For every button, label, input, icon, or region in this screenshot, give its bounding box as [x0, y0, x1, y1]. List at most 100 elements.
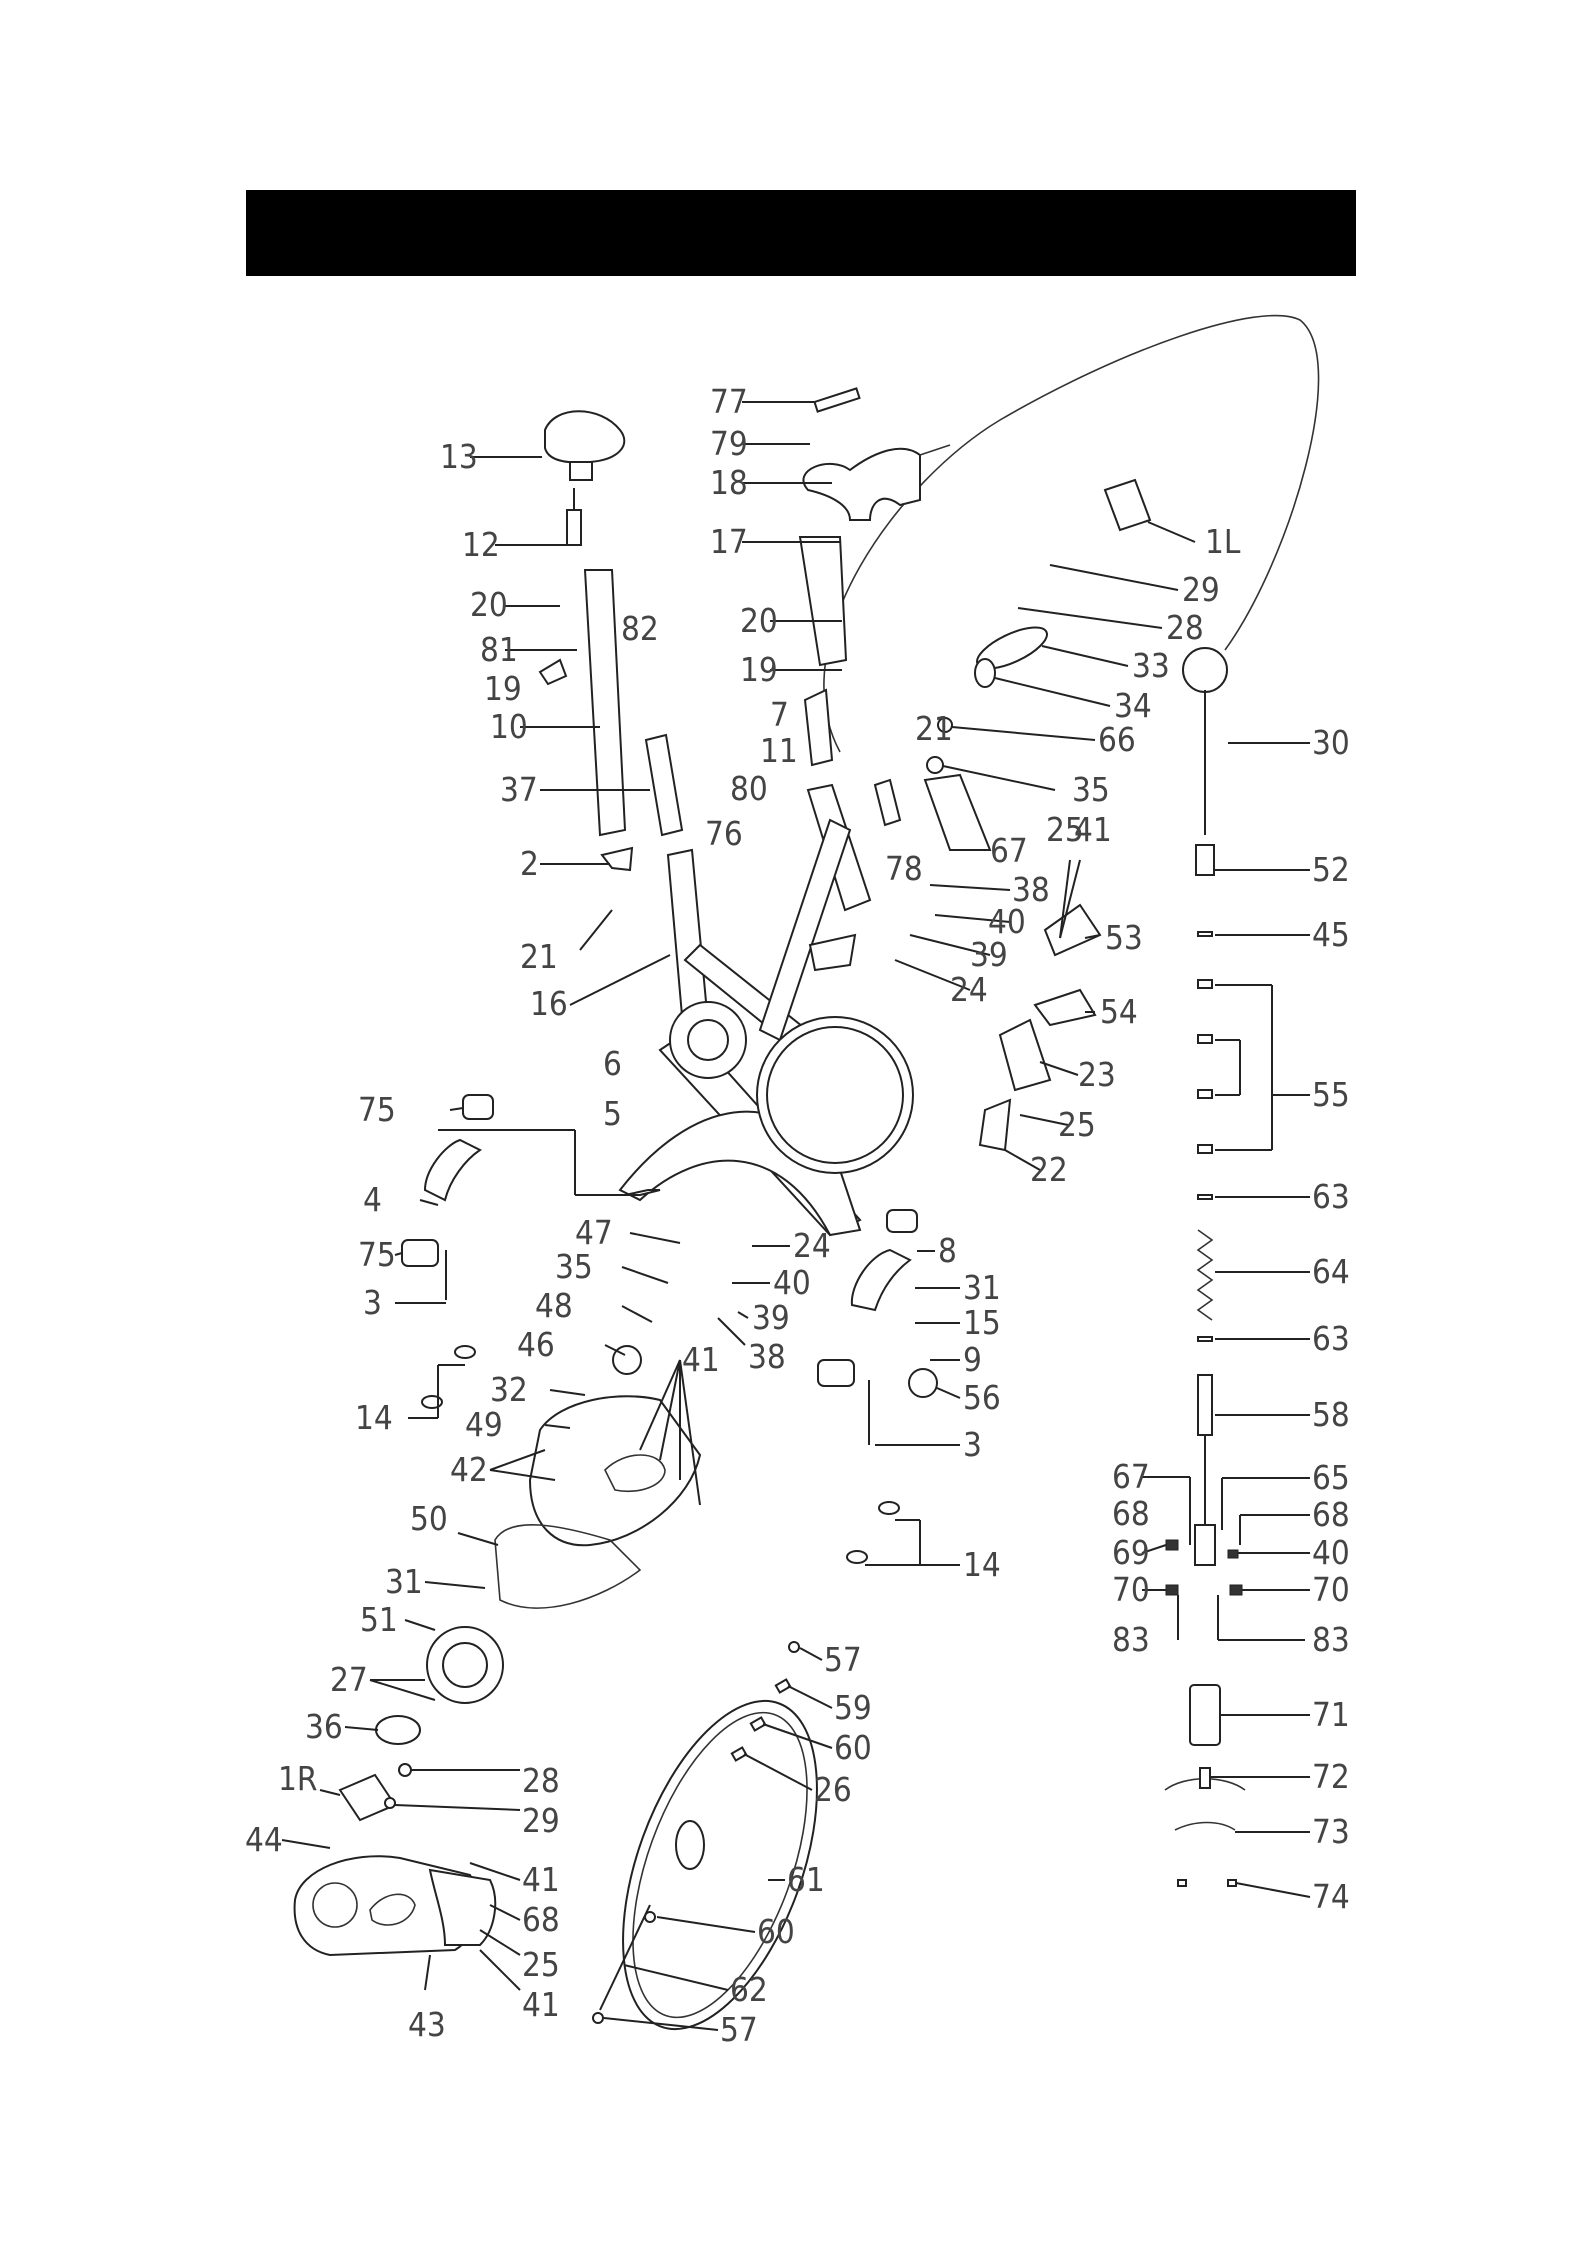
callout-49: 49 — [465, 1405, 503, 1444]
callout-47: 47 — [575, 1213, 613, 1252]
callout-32: 32 — [490, 1370, 528, 1409]
callout-38-a: 38 — [1012, 870, 1050, 909]
callout-28-b: 28 — [522, 1761, 560, 1800]
callout-6: 6 — [603, 1044, 622, 1083]
drive-assembly — [293, 1345, 702, 1957]
ring-55c-shape — [1197, 1089, 1213, 1099]
handlebar-assembly — [798, 387, 951, 767]
callout-43: 43 — [408, 2005, 446, 2044]
chain-cover-ring — [312, 1882, 358, 1928]
callout-67-a: 67 — [990, 831, 1028, 870]
cap-8-shape — [886, 1209, 918, 1233]
callout-71: 71 — [1312, 1695, 1350, 1734]
foot-14b-top — [878, 1501, 900, 1515]
flywheel-assembly — [592, 1641, 818, 2031]
callout-39-b: 39 — [752, 1298, 790, 1337]
callout-83-b: 83 — [1312, 1620, 1350, 1659]
callout-70-a: 70 — [1112, 1570, 1150, 1609]
callout-10: 10 — [490, 707, 528, 746]
handlebar-bar-extension — [919, 444, 951, 456]
plate-73-shape — [1174, 1821, 1236, 1831]
callout-77: 77 — [710, 382, 748, 421]
callout-41-d: 41 — [522, 1985, 560, 2024]
callout-80: 80 — [730, 769, 768, 808]
callout-14-b: 14 — [963, 1545, 1001, 1584]
crank-hub-inner — [687, 1019, 729, 1061]
callout-51: 51 — [360, 1600, 398, 1639]
callout-18: 18 — [710, 463, 748, 502]
pad-74a-shape — [1177, 1879, 1187, 1887]
nut-70a-shape — [1165, 1584, 1179, 1596]
callout-73: 73 — [1312, 1812, 1350, 1851]
callout-79: 79 — [710, 424, 748, 463]
chain-cover-inner — [428, 1868, 497, 1946]
callout-21-a: 21 — [520, 937, 558, 976]
front-stabilizer — [817, 1209, 938, 1564]
callout-35-b: 35 — [555, 1247, 593, 1286]
resistance-shaft — [1164, 647, 1246, 1887]
frame-front-tube — [758, 818, 852, 1042]
callout-57-a: 57 — [824, 1640, 862, 1679]
bushing-59-shape — [774, 1678, 792, 1694]
header-bar — [246, 190, 1356, 276]
flywheel-housing-inner — [766, 1026, 904, 1164]
callout-55: 55 — [1312, 1075, 1350, 1114]
washer-34-shape — [974, 658, 996, 688]
ring-55b-shape — [1197, 1034, 1213, 1044]
callout-16: 16 — [530, 984, 568, 1023]
callout-29-a: 29 — [1182, 570, 1220, 609]
handlebar-18-shape — [802, 447, 921, 521]
callout-12: 12 — [462, 525, 500, 564]
boundary-curve — [823, 314, 1320, 753]
callout-20-b: 20 — [470, 585, 508, 624]
callout-14-a: 14 — [355, 1398, 393, 1437]
callout-58: 58 — [1312, 1395, 1350, 1434]
callout-24-a: 24 — [950, 970, 988, 1009]
crank-arm-21b-shape — [873, 778, 902, 827]
callout-46: 46 — [517, 1325, 555, 1364]
belt-50-shape — [494, 1524, 642, 1609]
bracket-7-shape — [803, 688, 834, 767]
foot-14b-bottom — [846, 1550, 868, 1564]
callout-41-c: 41 — [522, 1860, 560, 1899]
callout-81: 81 — [480, 630, 518, 669]
callout-75-b: 75 — [358, 1235, 396, 1274]
callout-3-a: 3 — [363, 1283, 382, 1322]
callout-24-b: 24 — [793, 1226, 831, 1265]
callout-19-b: 19 — [484, 669, 522, 708]
ring-55d-shape — [1197, 1144, 1213, 1154]
callout-29-b: 29 — [522, 1801, 560, 1840]
callout-59: 59 — [834, 1688, 872, 1727]
callout-26: 26 — [814, 1770, 852, 1809]
callout-1R: 1R — [278, 1759, 318, 1798]
callout-31-a: 31 — [963, 1268, 1001, 1307]
callout-2: 2 — [520, 844, 539, 883]
callout-64: 64 — [1312, 1252, 1350, 1291]
bearing-26-shape — [730, 1746, 748, 1762]
callout-72: 72 — [1312, 1757, 1350, 1796]
callout-82: 82 — [621, 609, 659, 648]
callout-21-b: 21 — [915, 709, 953, 748]
callout-1L: 1L — [1205, 522, 1241, 561]
cap-2-shape — [600, 846, 634, 872]
callout-39-a: 39 — [970, 935, 1008, 974]
seat-tube-10-shape — [583, 569, 627, 837]
callout-63-b: 63 — [1312, 1319, 1350, 1358]
callout-25-b: 25 — [1058, 1105, 1096, 1144]
knob-19b-shape — [538, 658, 568, 686]
grip-36-shape — [375, 1715, 421, 1745]
callout-74: 74 — [1312, 1877, 1350, 1916]
knob-30-shape — [1182, 647, 1228, 693]
nut-57a-shape — [788, 1641, 800, 1653]
callout-22: 22 — [1030, 1150, 1068, 1189]
callout-25-c: 25 — [522, 1945, 560, 1984]
block-65-shape — [1194, 1524, 1216, 1566]
bolt-69-shape — [1165, 1539, 1179, 1551]
nut-40b-shape — [1227, 1549, 1239, 1559]
callout-17: 17 — [710, 522, 748, 561]
callout-25-a: 25 — [1046, 810, 1084, 849]
callout-57-b: 57 — [720, 2010, 758, 2049]
grip-71-shape — [1189, 1684, 1221, 1746]
crank-67a-shape — [923, 773, 992, 851]
callout-4: 4 — [363, 1180, 382, 1219]
